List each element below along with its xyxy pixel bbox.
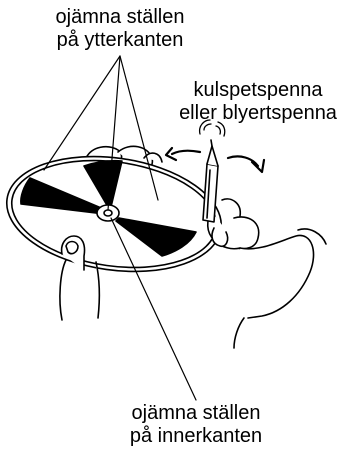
rotate-right-arrow-icon bbox=[228, 156, 264, 172]
pencil-motion-marks bbox=[200, 120, 225, 136]
right-hand bbox=[208, 199, 326, 348]
rotate-left-arrow-icon bbox=[166, 148, 200, 160]
